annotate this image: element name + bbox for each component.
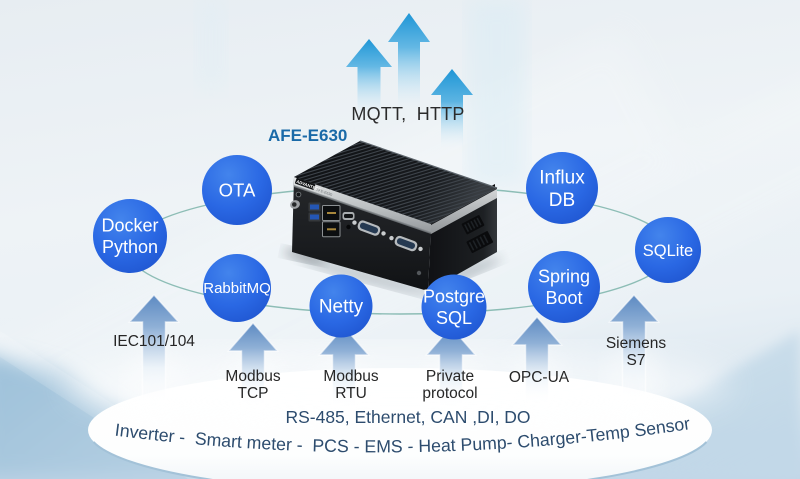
svg-text:Influx: Influx bbox=[539, 167, 585, 188]
svg-text:RabbitMQ: RabbitMQ bbox=[203, 280, 271, 297]
svg-text:Modbus: Modbus bbox=[225, 368, 280, 385]
svg-text:Modbus: Modbus bbox=[323, 368, 378, 385]
svg-text:Private: Private bbox=[426, 368, 474, 385]
svg-text:Spring: Spring bbox=[538, 267, 590, 287]
svg-text:OTA: OTA bbox=[219, 180, 256, 201]
svg-text:Docker: Docker bbox=[101, 216, 158, 236]
svg-text:MQTT, HTTP: MQTT, HTTP bbox=[351, 104, 464, 124]
svg-text:Python: Python bbox=[102, 237, 158, 257]
svg-text:IEC101/104: IEC101/104 bbox=[113, 333, 195, 350]
svg-text:Boot: Boot bbox=[545, 288, 582, 308]
svg-text:Siemens: Siemens bbox=[606, 335, 667, 352]
svg-text:DB: DB bbox=[549, 190, 575, 211]
svg-text:SQLite: SQLite bbox=[643, 242, 693, 260]
svg-text:Postgre: Postgre bbox=[423, 287, 485, 307]
svg-text:S7: S7 bbox=[627, 352, 646, 369]
svg-text:OPC-UA: OPC-UA bbox=[509, 369, 570, 386]
svg-text:AFE-E630: AFE-E630 bbox=[316, 188, 333, 197]
svg-text:RS-485, Ethernet, CAN ,DI, DO: RS-485, Ethernet, CAN ,DI, DO bbox=[285, 407, 530, 427]
svg-text:Netty: Netty bbox=[319, 297, 364, 318]
svg-text:SQL: SQL bbox=[436, 308, 472, 328]
svg-text:TCP: TCP bbox=[238, 385, 269, 402]
svg-text:AFE-E630: AFE-E630 bbox=[268, 126, 347, 145]
svg-text:protocol: protocol bbox=[422, 385, 477, 402]
svg-text:RTU: RTU bbox=[335, 385, 367, 402]
